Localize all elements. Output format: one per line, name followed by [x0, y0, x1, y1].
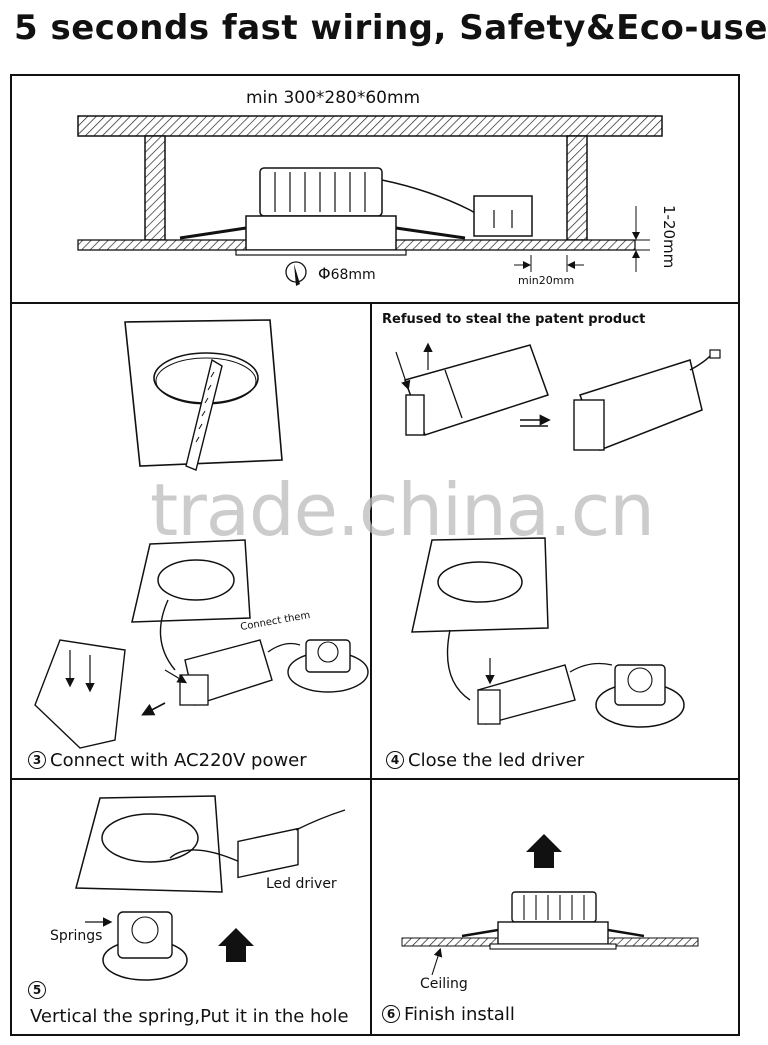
step-3-number: 3	[28, 751, 46, 769]
step-5-caption: Vertical the spring,Put it in the hole	[30, 1006, 349, 1027]
step-5-number: 5	[28, 981, 46, 999]
up-arrow-icon	[526, 834, 562, 868]
spring-step	[75, 795, 346, 981]
ceiling-label: Ceiling	[420, 976, 468, 992]
board-right	[394, 239, 636, 251]
finish-step	[401, 834, 699, 976]
edge-gap-label: min20mm	[518, 274, 575, 287]
divider-top	[10, 302, 740, 304]
up-arrow-icon	[218, 928, 254, 962]
board-left	[77, 239, 249, 251]
driver-terminal-step	[395, 342, 721, 451]
step-6-number: 6	[382, 1005, 400, 1023]
ceiling-section	[77, 115, 663, 286]
step-5-number-wrap: 5	[28, 980, 50, 1001]
divider-middle	[10, 778, 740, 780]
thickness-label: 1-20mm	[660, 205, 678, 269]
hole-size-value: 68mm	[330, 267, 376, 283]
min-size-label: min 300*280*60mm	[246, 88, 421, 108]
step-4-number: 4	[386, 751, 404, 769]
step-3-text: Connect with AC220V power	[50, 750, 307, 771]
phi-symbol: Φ	[318, 264, 331, 283]
watermark: trade.china.cn	[150, 468, 655, 552]
step-4-text: Close the led driver	[408, 750, 585, 771]
hole-saw-icon	[285, 261, 307, 286]
hole-size-label: Φ68mm	[318, 264, 376, 283]
saw-blade	[185, 358, 223, 471]
divider-vertical	[370, 302, 372, 1036]
led-driver-label: Led driver	[266, 876, 337, 892]
springs-label: Springs	[50, 928, 103, 944]
ceiling-joist-top	[77, 115, 663, 137]
downlight-fixture	[179, 167, 466, 256]
install-diagram	[34, 115, 721, 981]
patent-heading: Refused to steal the patent product	[382, 312, 646, 327]
step-6-text: Finish install	[404, 1004, 515, 1025]
support-left	[144, 135, 166, 241]
cutting-step	[124, 319, 283, 471]
close-driver-step	[411, 537, 685, 728]
page-title: 5 seconds fast wiring, Safety&Eco-use	[14, 8, 768, 48]
connect-power-step	[34, 539, 369, 749]
driver-box	[473, 195, 533, 237]
diagram-frame	[10, 74, 740, 1036]
support-right	[566, 135, 588, 241]
